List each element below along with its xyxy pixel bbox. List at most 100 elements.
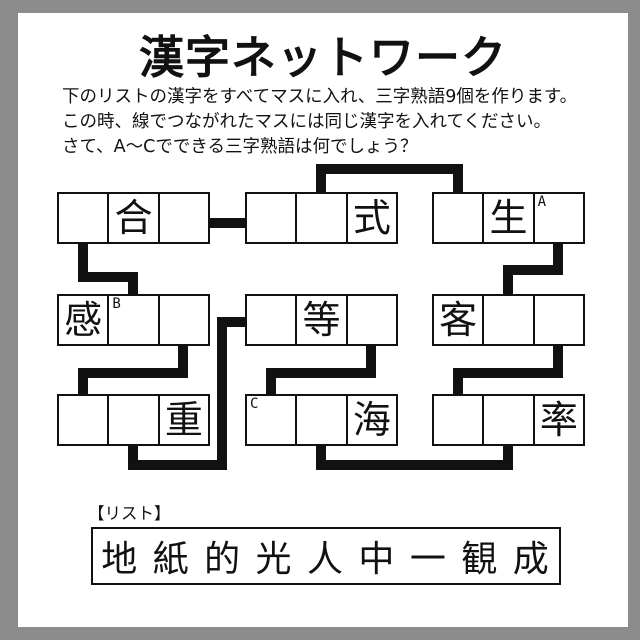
connector-6-bottom (128, 460, 227, 470)
connector-5-v1 (178, 343, 188, 378)
puzzle-cell-r2r-2 (484, 296, 535, 344)
connector-9-v2 (503, 444, 513, 470)
connector-6-leg (128, 444, 138, 470)
group-row1-left: 合 (57, 192, 210, 244)
connector-7-v1 (366, 343, 376, 378)
group-row3-right: 率 (432, 394, 585, 446)
cell-kanji: 式 (352, 196, 391, 240)
connector-7-h (266, 368, 376, 378)
cell-kanji (247, 194, 295, 242)
puzzle-cell-r1r-1 (434, 194, 485, 242)
puzzle-cell-r3r-1 (434, 396, 485, 444)
cell-kanji (59, 194, 107, 242)
puzzle-cell-r1r-3: A (535, 194, 583, 242)
puzzle-cell-r3l-1 (59, 396, 110, 444)
cell-kanji (247, 296, 295, 344)
cell-corner-label: A (537, 194, 547, 210)
group-row2-left: 感 B (57, 294, 210, 346)
puzzle-cell-r2l-2: B (109, 296, 160, 344)
cell-kanji (59, 396, 107, 444)
puzzle-cell-r1m-1 (247, 194, 298, 242)
connector-4-h (503, 265, 563, 275)
puzzle-cell-r3r-3: 率 (535, 396, 583, 444)
instruction-line-1: 下のリストの漢字をすべてマスに入れ、三字熟語9個を作ります。 (62, 87, 578, 107)
puzzle-cell-r2m-1 (247, 296, 298, 344)
connector-9-v1 (316, 444, 326, 470)
cell-kanji (434, 396, 482, 444)
cell-kanji (297, 194, 345, 242)
cell-kanji (484, 396, 532, 444)
connector-1-v2 (128, 272, 138, 296)
puzzle-cell-r1l-2: 合 (109, 194, 160, 242)
puzzle-cell-r3m-1: C (247, 396, 298, 444)
puzzle-cell-r3l-2 (109, 396, 160, 444)
connector-6-stub (222, 317, 247, 327)
group-row2-right: 客 (432, 294, 585, 346)
cell-kanji: 生 (489, 196, 528, 240)
puzzle-cell-r3m-2 (297, 396, 348, 444)
puzzle-cell-r1m-2 (297, 194, 348, 242)
puzzle-cell-r3r-2 (484, 396, 535, 444)
instruction-line-2: この時、線でつながれたマスには同じ漢字を入れてください。 (62, 112, 551, 132)
cell-kanji (109, 296, 157, 344)
cell-kanji: 率 (539, 398, 578, 442)
connector-2-h (208, 218, 247, 228)
list-heading: 【リスト】 (88, 504, 171, 523)
connector-3-h (316, 164, 463, 174)
instructions: 下のリストの漢字をすべてマスに入れ、三字熟語9個を作ります。 この時、線でつなが… (62, 85, 577, 160)
cell-kanji: 海 (352, 398, 391, 442)
puzzle-cell-r3m-3: 海 (348, 396, 396, 444)
puzzle-cell-r1l-3 (160, 194, 208, 242)
cell-kanji (434, 194, 482, 242)
kanji-list-box: 地 紙 的 光 人 中 一 観 成 (91, 527, 561, 585)
cell-kanji (297, 396, 345, 444)
connector-8-v1 (553, 343, 563, 378)
puzzle-cell-r2r-1: 客 (434, 296, 485, 344)
connector-4-v2 (503, 265, 513, 296)
puzzle-cell-r1l-1 (59, 194, 110, 242)
connector-5-h (78, 368, 188, 378)
cell-kanji (247, 396, 295, 444)
cell-kanji (348, 296, 396, 344)
connector-5-v2 (78, 368, 88, 397)
puzzle-cell-r2m-2: 等 (297, 296, 348, 344)
group-row1-middle: 式 (245, 192, 398, 244)
cell-kanji: 等 (302, 298, 341, 342)
cell-kanji (484, 296, 532, 344)
instruction-line-3: さて、A〜Cでできる三字熟語は何でしょう？ (62, 137, 418, 157)
puzzle-cell-r2r-3 (535, 296, 583, 344)
connector-6-vert (217, 317, 227, 470)
cell-kanji (109, 396, 157, 444)
connector-8-h (453, 368, 563, 378)
connector-7-v2 (266, 368, 276, 397)
puzzle-page: 漢字ネットワーク 下のリストの漢字をすべてマスに入れ、三字熟語9個を作ります。 … (18, 13, 628, 627)
connector-9-h (316, 460, 513, 470)
connector-3-v1 (316, 164, 326, 194)
connector-1-v1 (78, 242, 88, 282)
puzzle-cell-r1r-2: 生 (484, 194, 535, 242)
puzzle-cell-r1m-3: 式 (348, 194, 396, 242)
connector-4-v1 (553, 242, 563, 275)
cell-kanji: 客 (439, 298, 478, 342)
cell-kanji (160, 296, 208, 344)
group-row2-middle: 等 (245, 294, 398, 346)
puzzle-cell-r2m-3 (348, 296, 396, 344)
group-row1-right: 生 A (432, 192, 585, 244)
puzzle-cell-r2l-1: 感 (59, 296, 110, 344)
puzzle-cell-r2l-3 (160, 296, 208, 344)
cell-kanji: 重 (164, 398, 203, 442)
cell-corner-label: C (250, 396, 259, 412)
cell-kanji (160, 194, 208, 242)
group-row3-left: 重 (57, 394, 210, 446)
cell-kanji: 合 (114, 196, 153, 240)
cell-corner-label: B (112, 296, 121, 312)
cell-kanji: 感 (64, 298, 103, 342)
connector-3-v2 (453, 164, 463, 194)
page-title: 漢字ネットワーク (138, 31, 507, 84)
cell-kanji (535, 194, 583, 242)
kanji-list: 地 紙 的 光 人 中 一 観 成 (101, 539, 551, 580)
connector-1-h (78, 272, 138, 282)
connector-8-v2 (453, 368, 463, 397)
group-row3-middle: C 海 (245, 394, 398, 446)
cell-kanji (535, 296, 583, 344)
